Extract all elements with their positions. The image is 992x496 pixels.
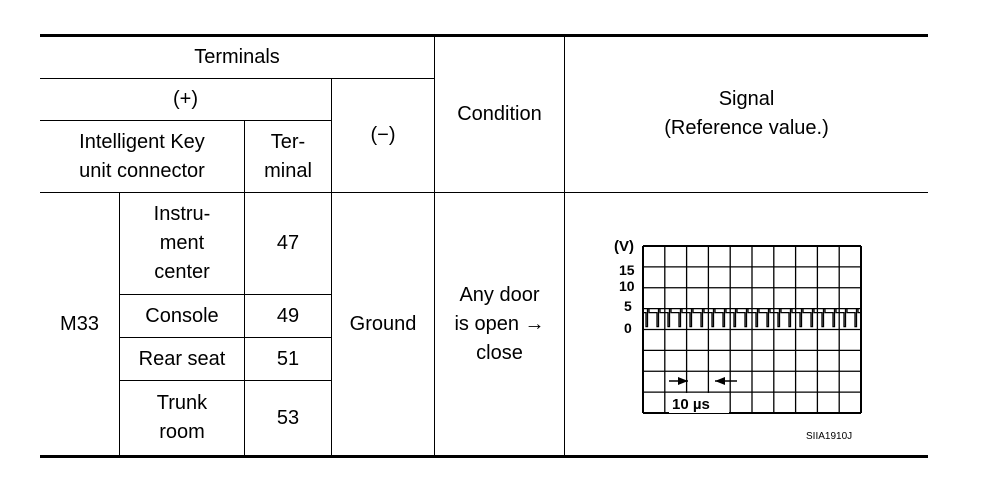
header-signal: Signal (Reference value.) — [664, 88, 829, 139]
time-scale-label: 10 µs — [672, 396, 710, 413]
header-plus: (+) — [173, 88, 198, 110]
y-tick-5: 5 — [624, 298, 632, 314]
location-cell-2: Console — [145, 304, 219, 327]
terminal-cell-4: 53 — [276, 406, 300, 429]
header-terminal: Ter- minal — [264, 130, 312, 182]
terminal-cell-3: 51 — [276, 347, 300, 370]
col-rule-connector — [119, 193, 120, 456]
location-cell-4: Trunk room — [156, 392, 208, 443]
col-rule-minus — [331, 78, 332, 456]
col-rule-condition — [434, 36, 435, 456]
y-tick-0: 0 — [624, 320, 632, 336]
rule-under-terminals — [40, 78, 435, 79]
header-condition: Condition — [457, 102, 542, 125]
time-label-box — [669, 393, 729, 413]
figure-id: SIIA1910J — [806, 431, 852, 442]
row-rule-2 — [119, 337, 332, 338]
row-rule-3 — [119, 380, 332, 381]
time-scale-marker — [669, 377, 737, 385]
ground-cell: Ground — [349, 312, 417, 335]
location-cell-3: Rear seat — [138, 347, 226, 370]
location-cell-1: Instru- ment center — [153, 203, 211, 283]
condition-cell: Any door is open → close — [454, 283, 545, 364]
header-bottom-rule — [40, 192, 928, 193]
header-terminals: Terminals — [194, 45, 280, 68]
y-tick-10: 10 — [619, 278, 635, 294]
unit-label: (V) — [614, 238, 634, 255]
graph-grid — [642, 245, 862, 414]
row-rule-1 — [119, 294, 332, 295]
connector-cell: M33 — [60, 312, 99, 335]
col-rule-signal — [564, 36, 565, 456]
header-connector: Intelligent Key unit connector — [79, 130, 205, 182]
rule-under-plus — [40, 120, 332, 121]
table-bottom-rule — [40, 455, 928, 458]
pulse-waveform — [643, 307, 861, 328]
y-tick-15: 15 — [619, 262, 635, 278]
signal-waveform-graph: (V) 15 10 5 0 10 µs SIIA1910J — [614, 238, 862, 442]
header-minus: (−) — [370, 124, 396, 146]
col-rule-terminal — [244, 120, 245, 456]
table-top-rule — [40, 34, 928, 37]
terminal-cell-2: 49 — [276, 304, 300, 327]
terminal-cell-1: 47 — [276, 232, 300, 254]
